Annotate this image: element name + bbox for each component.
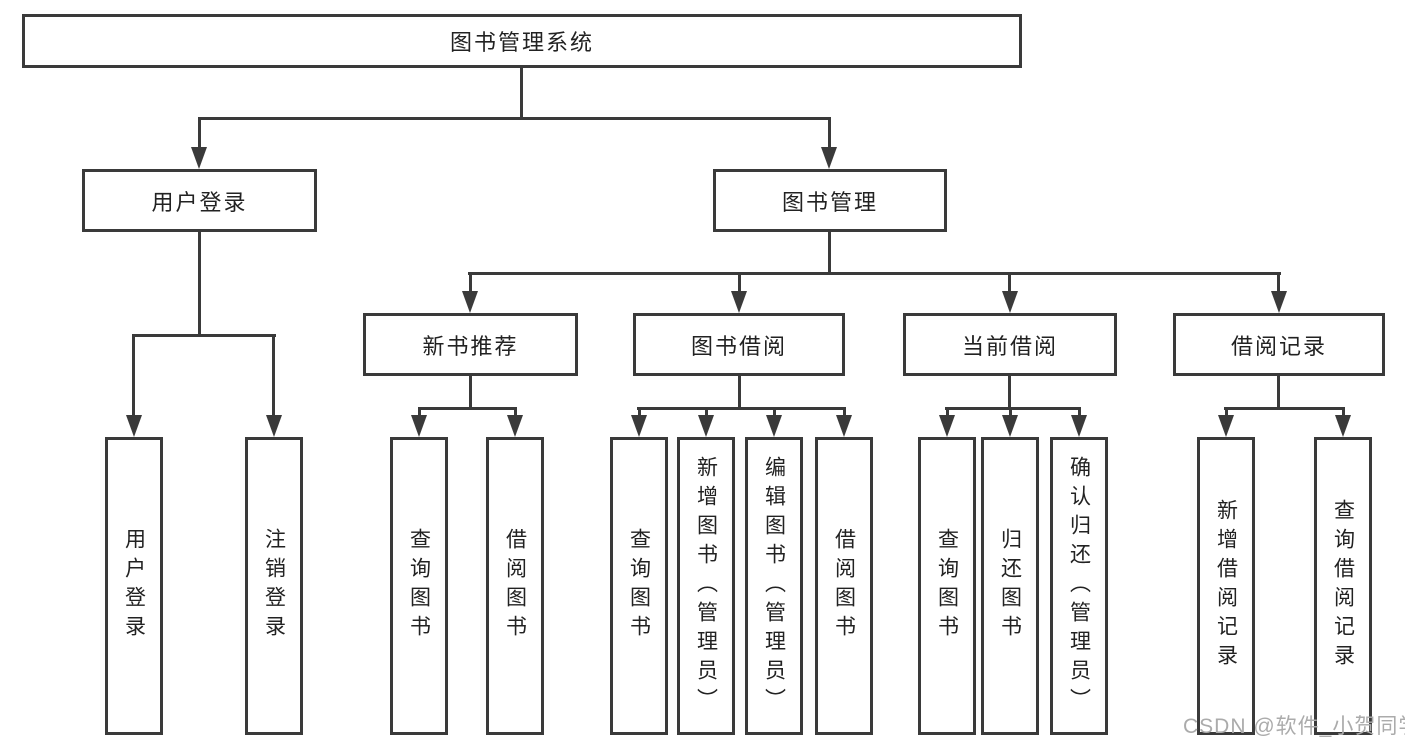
connector [1277, 272, 1280, 296]
connector [198, 232, 201, 337]
connector [945, 407, 1080, 410]
arrow-down-icon [698, 415, 714, 437]
node-new-book-recommend: 新书推荐 [363, 313, 578, 376]
node-label: 归还图书 [998, 528, 1022, 644]
node-label: 确认归还（管理员） [1067, 455, 1091, 717]
node-label: 图书管理 [781, 189, 878, 215]
leaf-borrow-books-recommend: 借阅图书 [486, 437, 544, 735]
leaf-user-login: 用户登录 [105, 437, 163, 735]
node-label: 查询图书 [627, 528, 651, 644]
node-label: 借阅图书 [832, 528, 856, 644]
node-book-management: 图书管理 [713, 169, 947, 232]
node-label: 新增图书（管理员） [694, 455, 718, 717]
arrow-down-icon [821, 147, 837, 169]
connector [1009, 407, 1012, 418]
node-label: 图书借阅 [690, 333, 787, 359]
connector [418, 407, 517, 410]
connector [828, 232, 831, 275]
leaf-borrow-books: 借阅图书 [815, 437, 873, 735]
csdn-watermark: CSDN @软件_小贺同学 [1183, 715, 1405, 738]
connector [468, 272, 1281, 275]
leaf-logout: 注销登录 [245, 437, 303, 735]
leaf-query-books-borrow: 查询图书 [610, 437, 668, 735]
leaf-query-borrow-record: 查询借阅记录 [1314, 437, 1372, 735]
connector [637, 407, 846, 410]
node-label: 借阅记录 [1230, 333, 1327, 359]
connector [738, 376, 741, 410]
node-label: 用户登录 [151, 189, 248, 215]
leaf-query-books-recommend: 查询图书 [390, 437, 448, 735]
node-label: 借阅图书 [503, 528, 527, 644]
arrow-down-icon [631, 415, 647, 437]
arrow-down-icon [1271, 291, 1287, 313]
leaf-add-books-admin: 新增图书（管理员） [677, 437, 735, 735]
arrow-down-icon [126, 415, 142, 437]
arrow-down-icon [266, 415, 282, 437]
connector [1277, 376, 1280, 410]
node-label: 查询图书 [407, 528, 431, 644]
connector [1078, 407, 1081, 418]
arrow-down-icon [766, 415, 782, 437]
leaf-query-books-current: 查询图书 [918, 437, 976, 735]
connector [514, 407, 517, 418]
node-user-login: 用户登录 [82, 169, 317, 232]
connector [773, 407, 776, 418]
node-label: 当前借阅 [961, 333, 1058, 359]
connector [705, 407, 708, 418]
node-label: 图书管理系统 [449, 30, 594, 55]
node-label: 新书推荐 [422, 333, 519, 359]
connector [469, 272, 472, 296]
arrow-down-icon [191, 147, 207, 169]
arrow-down-icon [1002, 415, 1018, 437]
connector [1342, 407, 1345, 418]
node-book-borrow: 图书借阅 [633, 313, 845, 376]
leaf-add-borrow-record: 新增借阅记录 [1197, 437, 1255, 735]
node-current-borrow: 当前借阅 [903, 313, 1117, 376]
connector [198, 117, 831, 120]
arrow-down-icon [939, 415, 955, 437]
leaf-edit-books-admin: 编辑图书（管理员） [745, 437, 803, 735]
connector [418, 407, 421, 418]
node-label: 编辑图书（管理员） [762, 455, 786, 717]
connector [469, 376, 472, 410]
node-label: 注销登录 [262, 528, 286, 644]
arrow-down-icon [1335, 415, 1351, 437]
connector [828, 117, 831, 151]
node-root-system: 图书管理系统 [22, 14, 1022, 68]
connector [1008, 376, 1011, 410]
node-label: 新增借阅记录 [1214, 499, 1238, 673]
arrow-down-icon [507, 415, 523, 437]
connector [132, 334, 135, 418]
connector [738, 272, 741, 296]
connector [520, 68, 523, 120]
arrow-down-icon [731, 291, 747, 313]
node-label: 查询图书 [935, 528, 959, 644]
arrow-down-icon [1071, 415, 1087, 437]
connector [1224, 407, 1345, 410]
leaf-confirm-return-admin: 确认归还（管理员） [1050, 437, 1108, 735]
connector [638, 407, 641, 418]
arrow-down-icon [1218, 415, 1234, 437]
connector [132, 334, 276, 337]
node-label: 查询借阅记录 [1331, 499, 1355, 673]
connector [198, 117, 201, 151]
leaf-return-books: 归还图书 [981, 437, 1039, 735]
connector [946, 407, 949, 418]
arrow-down-icon [836, 415, 852, 437]
arrow-down-icon [411, 415, 427, 437]
connector [1008, 272, 1011, 296]
node-label: 用户登录 [122, 528, 146, 644]
connector [843, 407, 846, 418]
arrow-down-icon [462, 291, 478, 313]
arrow-down-icon [1002, 291, 1018, 313]
node-borrow-records: 借阅记录 [1173, 313, 1385, 376]
connector [272, 334, 275, 418]
connector [1225, 407, 1228, 418]
